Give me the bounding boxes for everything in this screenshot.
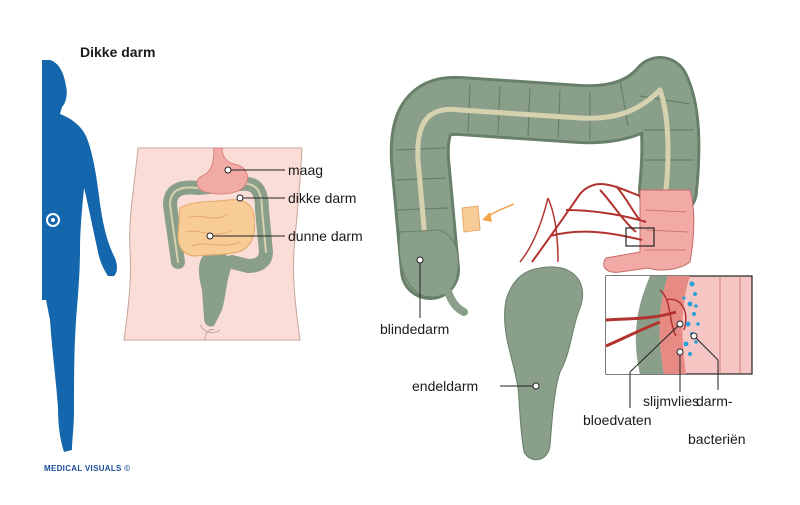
label-small-intestine: dunne darm (288, 228, 363, 244)
label-rectum: endeldarm (412, 378, 478, 394)
overview-stomach (196, 147, 248, 195)
appendix (444, 288, 468, 316)
colon-wall-inset (605, 275, 753, 375)
label-blood-vessels: bloedvaten (583, 412, 652, 428)
label-stomach: maag (288, 162, 323, 178)
colon-detail (389, 56, 701, 461)
label-mucosa: slijmvlies (643, 393, 699, 409)
overview-small-intestine (177, 199, 255, 257)
label-appendix: blindedarm (380, 321, 449, 337)
magnify-region (625, 227, 655, 247)
torso-overview (123, 147, 303, 341)
label-bacteria-line1: darm- (696, 393, 733, 409)
label-bacteria-line2: bacteriën (688, 431, 746, 447)
rectum (504, 266, 584, 461)
label-large-intestine: dikke darm (288, 190, 356, 206)
diagram-title: Dikke darm (80, 44, 155, 60)
location-marker-icon (46, 213, 60, 227)
body-silhouette (42, 60, 117, 452)
credit-text: MEDICAL VISUALS © (44, 464, 130, 473)
